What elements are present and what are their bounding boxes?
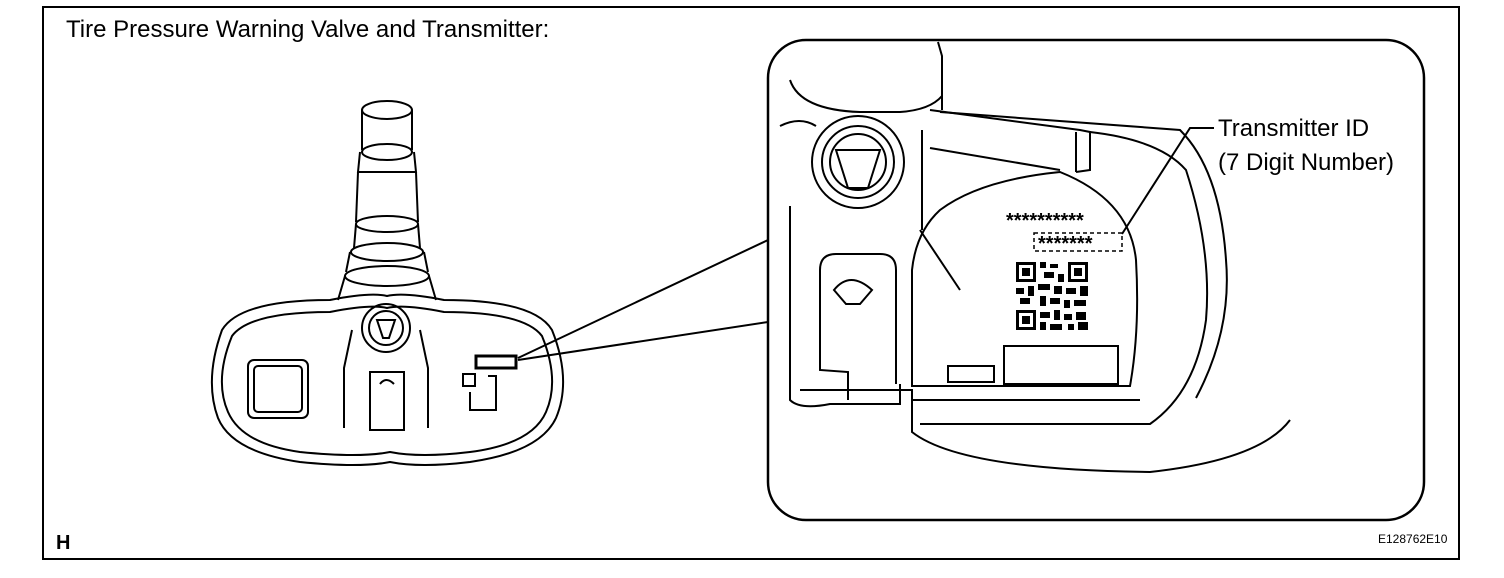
- transmitter-body: [210, 293, 565, 466]
- label-area-marker: [474, 354, 518, 370]
- figure-title: Tire Pressure Warning Valve and Transmit…: [66, 16, 550, 43]
- callout-label: Transmitter ID (7 Digit Number): [1218, 112, 1394, 180]
- valve-stem: [337, 100, 437, 301]
- label-serial-line: **********: [1006, 210, 1084, 232]
- label-plate: [911, 170, 1139, 387]
- corner-letter: H: [56, 532, 71, 554]
- zoomed-detail: [766, 38, 1426, 522]
- qr-code: [1016, 262, 1088, 330]
- callout-line1: Transmitter ID: [1218, 115, 1370, 142]
- label-id-line: *******: [1038, 233, 1093, 255]
- detail-window: [766, 38, 1426, 522]
- valve-transmitter-drawing: [210, 100, 769, 466]
- callout-line2: (7 Digit Number): [1218, 149, 1395, 176]
- callout-leader: [1121, 127, 1214, 235]
- figure-frame: [42, 6, 1460, 560]
- id-highlight-box: [1033, 232, 1123, 252]
- zoom-line: [517, 239, 769, 361]
- reference-code: E128762E10: [1378, 532, 1448, 546]
